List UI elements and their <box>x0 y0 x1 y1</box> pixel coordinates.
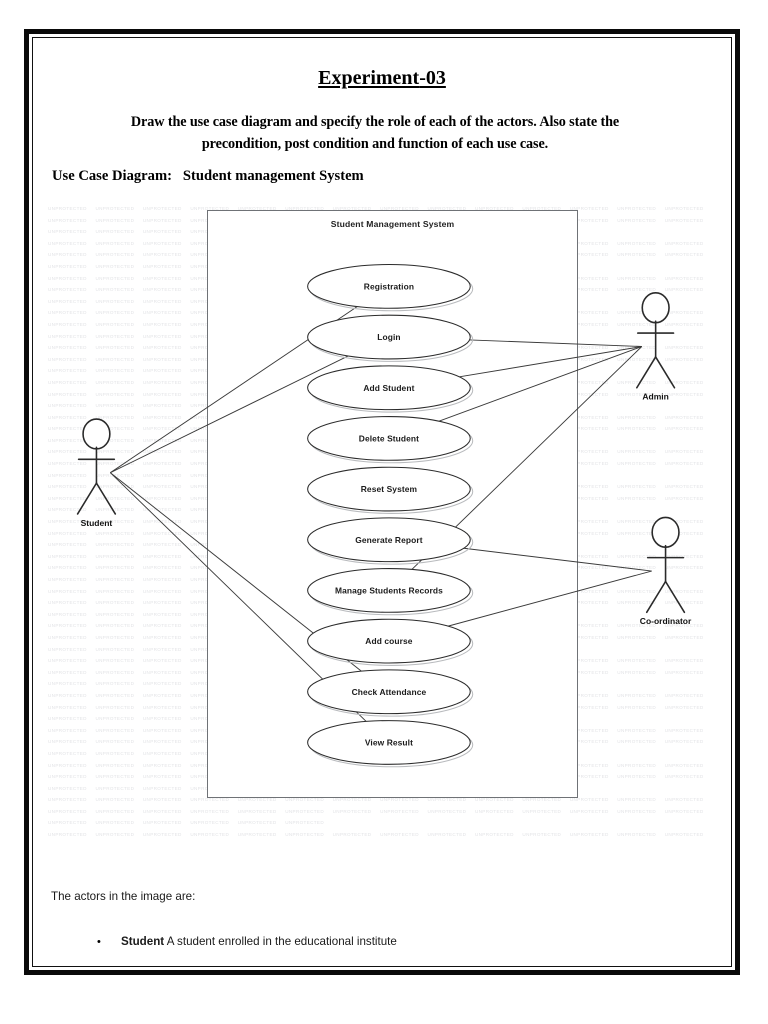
use-case-registration: Registration <box>307 264 474 312</box>
use-case-diagram-subheading: Use Case Diagram: Student management Sys… <box>52 168 364 185</box>
use-case-label: View Result <box>365 738 413 748</box>
actor-label: Admin <box>642 392 668 402</box>
subheading-value: Student management System <box>182 168 364 184</box>
use-case-add-student: Add Student <box>307 365 474 413</box>
document-page: Experiment-03 Draw the use case diagram … <box>24 29 740 975</box>
use-case-label: Add Student <box>363 383 414 393</box>
association-coordinator-to-add-course <box>448 570 652 627</box>
use-case-label: Add course <box>365 636 412 646</box>
association-coordinator-to-generate-report <box>463 547 652 572</box>
use-case-label: Delete Student <box>359 433 419 443</box>
use-case-generate-report: Generate Report <box>307 517 474 565</box>
use-case-check-attendance: Check Attendance <box>307 669 474 717</box>
actor-student: Student <box>76 418 117 528</box>
use-case-login: Login <box>307 314 474 362</box>
use-case-reset-system: Reset System <box>307 466 474 514</box>
association-student-to-login <box>110 355 349 474</box>
list-item-text: Student A student enrolled in the educat… <box>121 935 397 948</box>
actor-coordinator: Co-ordinator <box>640 516 692 626</box>
use-case-label: Manage Students Records <box>335 585 443 595</box>
page-title-suffix: -03 <box>419 67 446 89</box>
bullet-icon: • <box>97 936 101 948</box>
use-case-label: Registration <box>364 281 414 291</box>
use-case-label: Check Attendance <box>352 687 427 697</box>
actor-description: A student enrolled in the educational in… <box>164 935 397 948</box>
use-case-label: Reset System <box>361 484 417 494</box>
footer-lead-text: The actors in the image are: <box>51 890 196 903</box>
use-case-view-result: View Result <box>307 720 474 768</box>
system-boundary-title: Student Management System <box>330 219 455 229</box>
page-title: Experiment-03 <box>33 67 731 90</box>
actor-admin: Admin <box>636 292 676 402</box>
use-case-add-course: Add course <box>307 618 474 666</box>
subheading-label: Use Case Diagram: <box>52 168 172 184</box>
actor-label: Co-ordinator <box>640 616 692 626</box>
use-case-delete-student: Delete Student <box>307 416 474 464</box>
use-case-label: Login <box>377 332 400 342</box>
use-case-label: Generate Report <box>355 535 423 545</box>
actor-name-emphasis: Student <box>121 935 165 948</box>
document-content: Experiment-03 Draw the use case diagram … <box>33 38 731 966</box>
association-admin-to-delete-student <box>438 346 642 422</box>
actor-label: Student <box>81 518 113 528</box>
association-admin-to-add-student <box>459 346 642 378</box>
assignment-prompt: Draw the use case diagram and specify th… <box>130 114 620 152</box>
association-admin-to-login <box>469 339 642 347</box>
document-page-inner-border: Experiment-03 Draw the use case diagram … <box>32 37 732 967</box>
use-case-manage-records: Manage Students Records <box>307 568 474 616</box>
page-title-prefix: Experiment <box>318 67 420 89</box>
